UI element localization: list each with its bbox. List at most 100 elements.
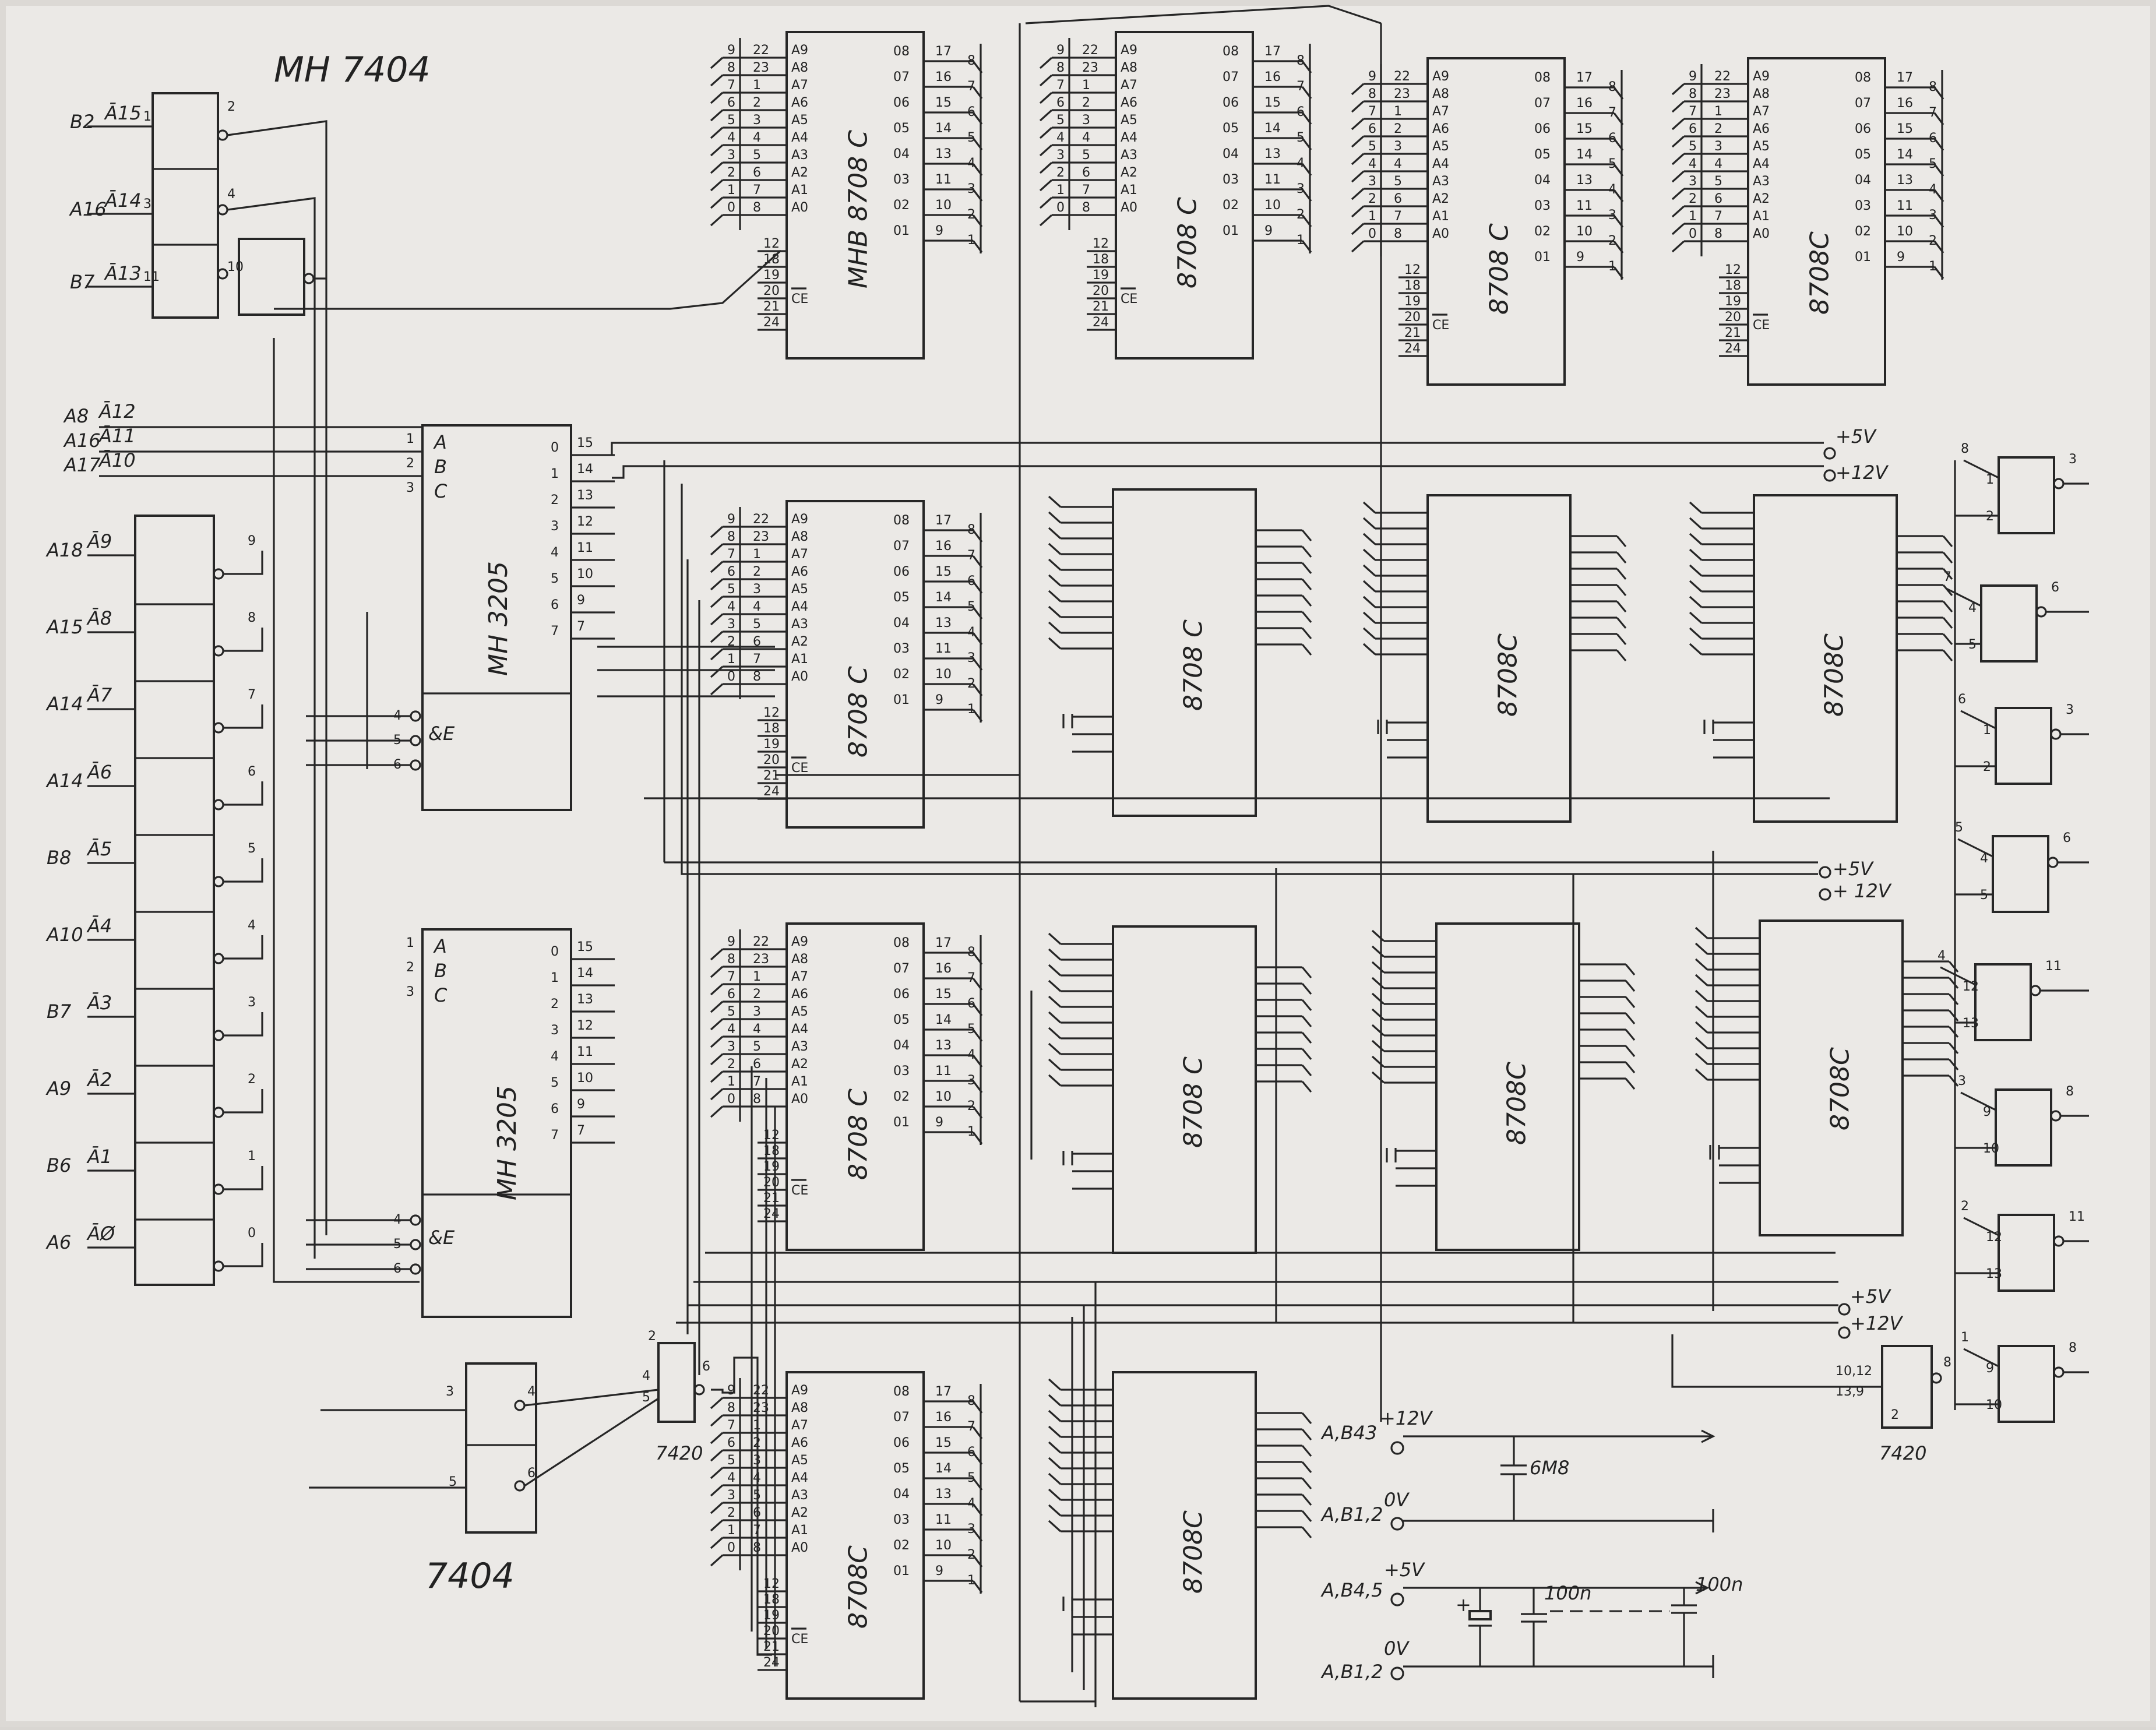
eprom-data-label: 01 (1855, 250, 1871, 265)
eprom-bus-num: 4 (727, 1471, 735, 1485)
eprom-data-label: 07 (1223, 70, 1239, 84)
wire (1351, 118, 1365, 131)
inverter-input-pin: 11 (143, 270, 160, 284)
decoder-1-outline (421, 424, 572, 811)
eprom-bus-num: 0 (727, 670, 735, 684)
wire (710, 1449, 724, 1462)
decoder-2-out-pin: 14 (577, 966, 593, 981)
eprom-bus-num: 2 (1056, 165, 1065, 180)
wire (1039, 109, 1053, 122)
wire (1362, 548, 1376, 561)
eprom-data-label: 07 (1855, 96, 1871, 111)
decoder-1-enable-num: 6 (393, 757, 401, 772)
wire (1362, 611, 1376, 624)
eprom-data-label: 07 (1534, 96, 1551, 111)
eprom-addr-label: A7 (791, 547, 808, 562)
eprom-addr-num: 4 (753, 600, 761, 614)
decoder-1-out-idx: 1 (551, 467, 559, 481)
eprom-bus-num: 7 (727, 970, 735, 984)
wire (1671, 153, 1685, 165)
eprom-bus-num: 3 (727, 617, 735, 632)
power-labels: +5V +12V +5V + 12V +5V +12V (1819, 425, 1904, 1339)
wire (1694, 1068, 1708, 1081)
decoder-1-label: MH 3205 (484, 561, 513, 676)
wire (710, 966, 724, 978)
eprom-addr-label: A2 (1753, 192, 1770, 206)
eprom-addr-num: 5 (753, 617, 761, 632)
eprom-data-num: 16 (1897, 96, 1913, 111)
eprom-addr-label: A6 (791, 96, 808, 110)
decoder-2-out-idx: 2 (551, 997, 559, 1012)
eprom-data-num: 16 (1576, 96, 1593, 111)
wire (1689, 627, 1703, 640)
nand-input-a: 6 (1958, 692, 1966, 707)
wire (1301, 1064, 1312, 1077)
eprom-addr-num: 23 (1714, 87, 1731, 101)
eprom-bus-num: 6 (727, 987, 735, 1002)
wire (1048, 542, 1062, 555)
wire (1689, 564, 1703, 577)
eprom-addr-label: A9 (1753, 69, 1770, 84)
wire (524, 1389, 659, 1407)
eprom-addr-label: A7 (791, 1418, 808, 1433)
eprom-r2-4-outline (1753, 494, 1898, 823)
decoder-2-out-idx: 3 (551, 1023, 559, 1038)
eprom-r3-4: 8708C (1694, 919, 1959, 1236)
buffer-bubble (213, 1260, 224, 1272)
eprom-data-num: 17 (935, 1384, 952, 1399)
eprom-addr-label: A1 (791, 652, 808, 667)
eprom-r4-1-label: 8708C (844, 1545, 873, 1629)
eprom-data-num: 17 (935, 513, 952, 528)
wire (1048, 1410, 1062, 1422)
eprom-addr-label: A1 (791, 1523, 808, 1538)
eprom-r4-2-outline (1112, 1371, 1257, 1700)
eprom-ce-label: CE (791, 1632, 808, 1647)
wire (1625, 1028, 1636, 1041)
nand-pin-1: 1 (1983, 723, 1991, 738)
wire (273, 338, 420, 1283)
eprom-ctrl-num: 24 (1404, 341, 1421, 356)
wire (1048, 948, 1062, 961)
eprom-bus-num: 2 (727, 165, 735, 180)
wire (1048, 1011, 1062, 1024)
eprom-ctrl-num: 24 (763, 784, 780, 799)
wire (711, 1356, 772, 1656)
eprom-bus-num: 9 (1368, 69, 1376, 84)
nand-input-a: 1 (1961, 1330, 1969, 1345)
buffer-input-line: Ā3 (86, 992, 112, 1014)
eprom-bus-num: 0 (1056, 200, 1065, 215)
wire (1039, 126, 1053, 139)
eprom-data-label: 03 (1855, 199, 1871, 213)
eprom-top-2-outline (1115, 31, 1254, 360)
wire (710, 1484, 724, 1497)
wire (1301, 611, 1312, 623)
wire (1351, 188, 1365, 200)
rail-12v-1: +12V (1836, 461, 1889, 484)
wire (1048, 1441, 1062, 1454)
wire (1625, 963, 1636, 976)
decoder-enable-bubble (410, 759, 421, 771)
buffer-bubble (213, 1107, 224, 1118)
buffer-input-line: Ā4 (86, 915, 112, 937)
eprom-data-num: 11 (935, 642, 952, 656)
wire (223, 1012, 263, 1037)
wire (227, 197, 316, 554)
nand-pin-1: 4 (1980, 851, 1988, 866)
wire (1301, 545, 1312, 558)
eprom-data-num: 15 (1576, 122, 1593, 136)
eprom-r2-4: 8708C (1689, 494, 1953, 823)
wire (1671, 205, 1685, 218)
inverter-output-pin: 10 (227, 260, 244, 274)
eprom-addr-label: A0 (1432, 227, 1449, 241)
eprom-data-label: 08 (893, 936, 910, 950)
decoder-1-out-pin: 7 (577, 619, 585, 634)
eprom-addr-num: 6 (753, 165, 761, 180)
wire (1694, 1052, 1708, 1065)
eprom-addr-num: 22 (753, 935, 769, 949)
wire (1671, 170, 1685, 183)
wire (1371, 977, 1385, 989)
eprom-addr-label: A9 (791, 512, 808, 527)
decoder-1-out-idx: 3 (551, 519, 559, 534)
eprom-addr-label: A7 (1753, 104, 1770, 119)
